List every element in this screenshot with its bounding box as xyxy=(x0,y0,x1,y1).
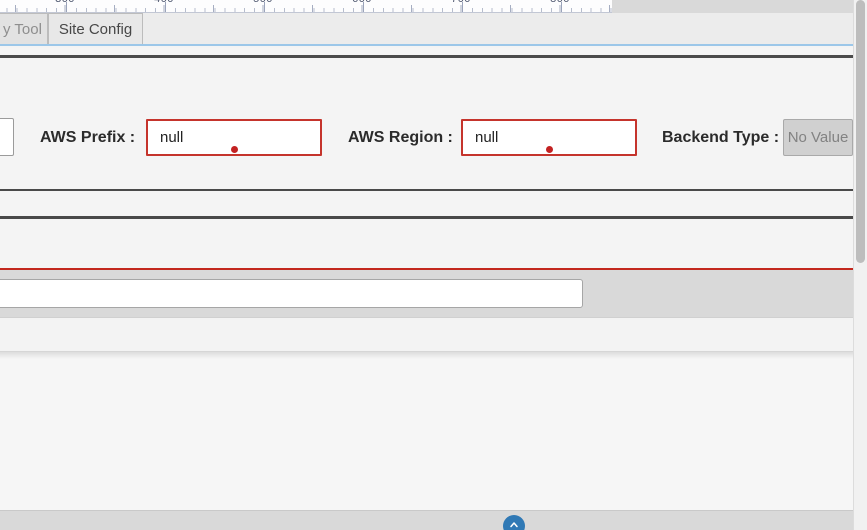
tab-site-config[interactable]: Site Config xyxy=(48,13,143,44)
ruler-tick-label: 500 xyxy=(253,0,273,6)
aws-prefix-field-wrap xyxy=(146,119,322,156)
content-panel xyxy=(0,352,853,510)
filter-bar xyxy=(0,270,853,318)
aws-region-label: AWS Region : xyxy=(348,129,453,146)
panel-shadow xyxy=(0,352,853,359)
backend-type-label: Backend Type : xyxy=(662,129,780,146)
clipped-input-field[interactable] xyxy=(0,118,14,156)
ruler-tick-label: 700 xyxy=(451,0,471,6)
footer-bar xyxy=(0,510,853,530)
scroll-top-button[interactable] xyxy=(503,515,525,530)
tabbar-gap xyxy=(0,48,853,55)
ruler-tick-label: 300 xyxy=(55,0,75,6)
red-divider xyxy=(0,268,853,270)
ruler-tick-label: 800 xyxy=(550,0,570,6)
tab-tool-label: y Tool xyxy=(3,21,42,38)
content-band xyxy=(0,318,853,351)
chevron-up-icon xyxy=(508,515,520,530)
ruler-gap xyxy=(612,0,853,13)
error-dot-icon xyxy=(231,146,238,153)
aws-region-field-wrap xyxy=(461,119,637,156)
vertical-scrollbar[interactable] xyxy=(853,0,867,530)
error-dot-icon xyxy=(546,146,553,153)
panel-edge xyxy=(0,351,853,352)
backend-type-select[interactable]: No Value xyxy=(783,119,853,156)
tab-tool[interactable]: y Tool xyxy=(0,13,48,44)
section-divider xyxy=(0,189,853,191)
measurement-ruler: 300 400 500 600 700 800 xyxy=(0,0,612,13)
aws-prefix-input[interactable] xyxy=(146,119,322,156)
ruler-tick-label: 400 xyxy=(154,0,174,6)
ruler-tick-label: 600 xyxy=(352,0,372,6)
section-divider xyxy=(0,216,853,219)
aws-region-input[interactable] xyxy=(461,119,637,156)
aws-prefix-label: AWS Prefix : xyxy=(40,129,136,146)
scrollbar-thumb[interactable] xyxy=(856,0,865,263)
section-divider xyxy=(0,55,853,58)
tab-bar: y Tool Site Config xyxy=(0,13,853,46)
filter-input[interactable] xyxy=(0,279,583,308)
